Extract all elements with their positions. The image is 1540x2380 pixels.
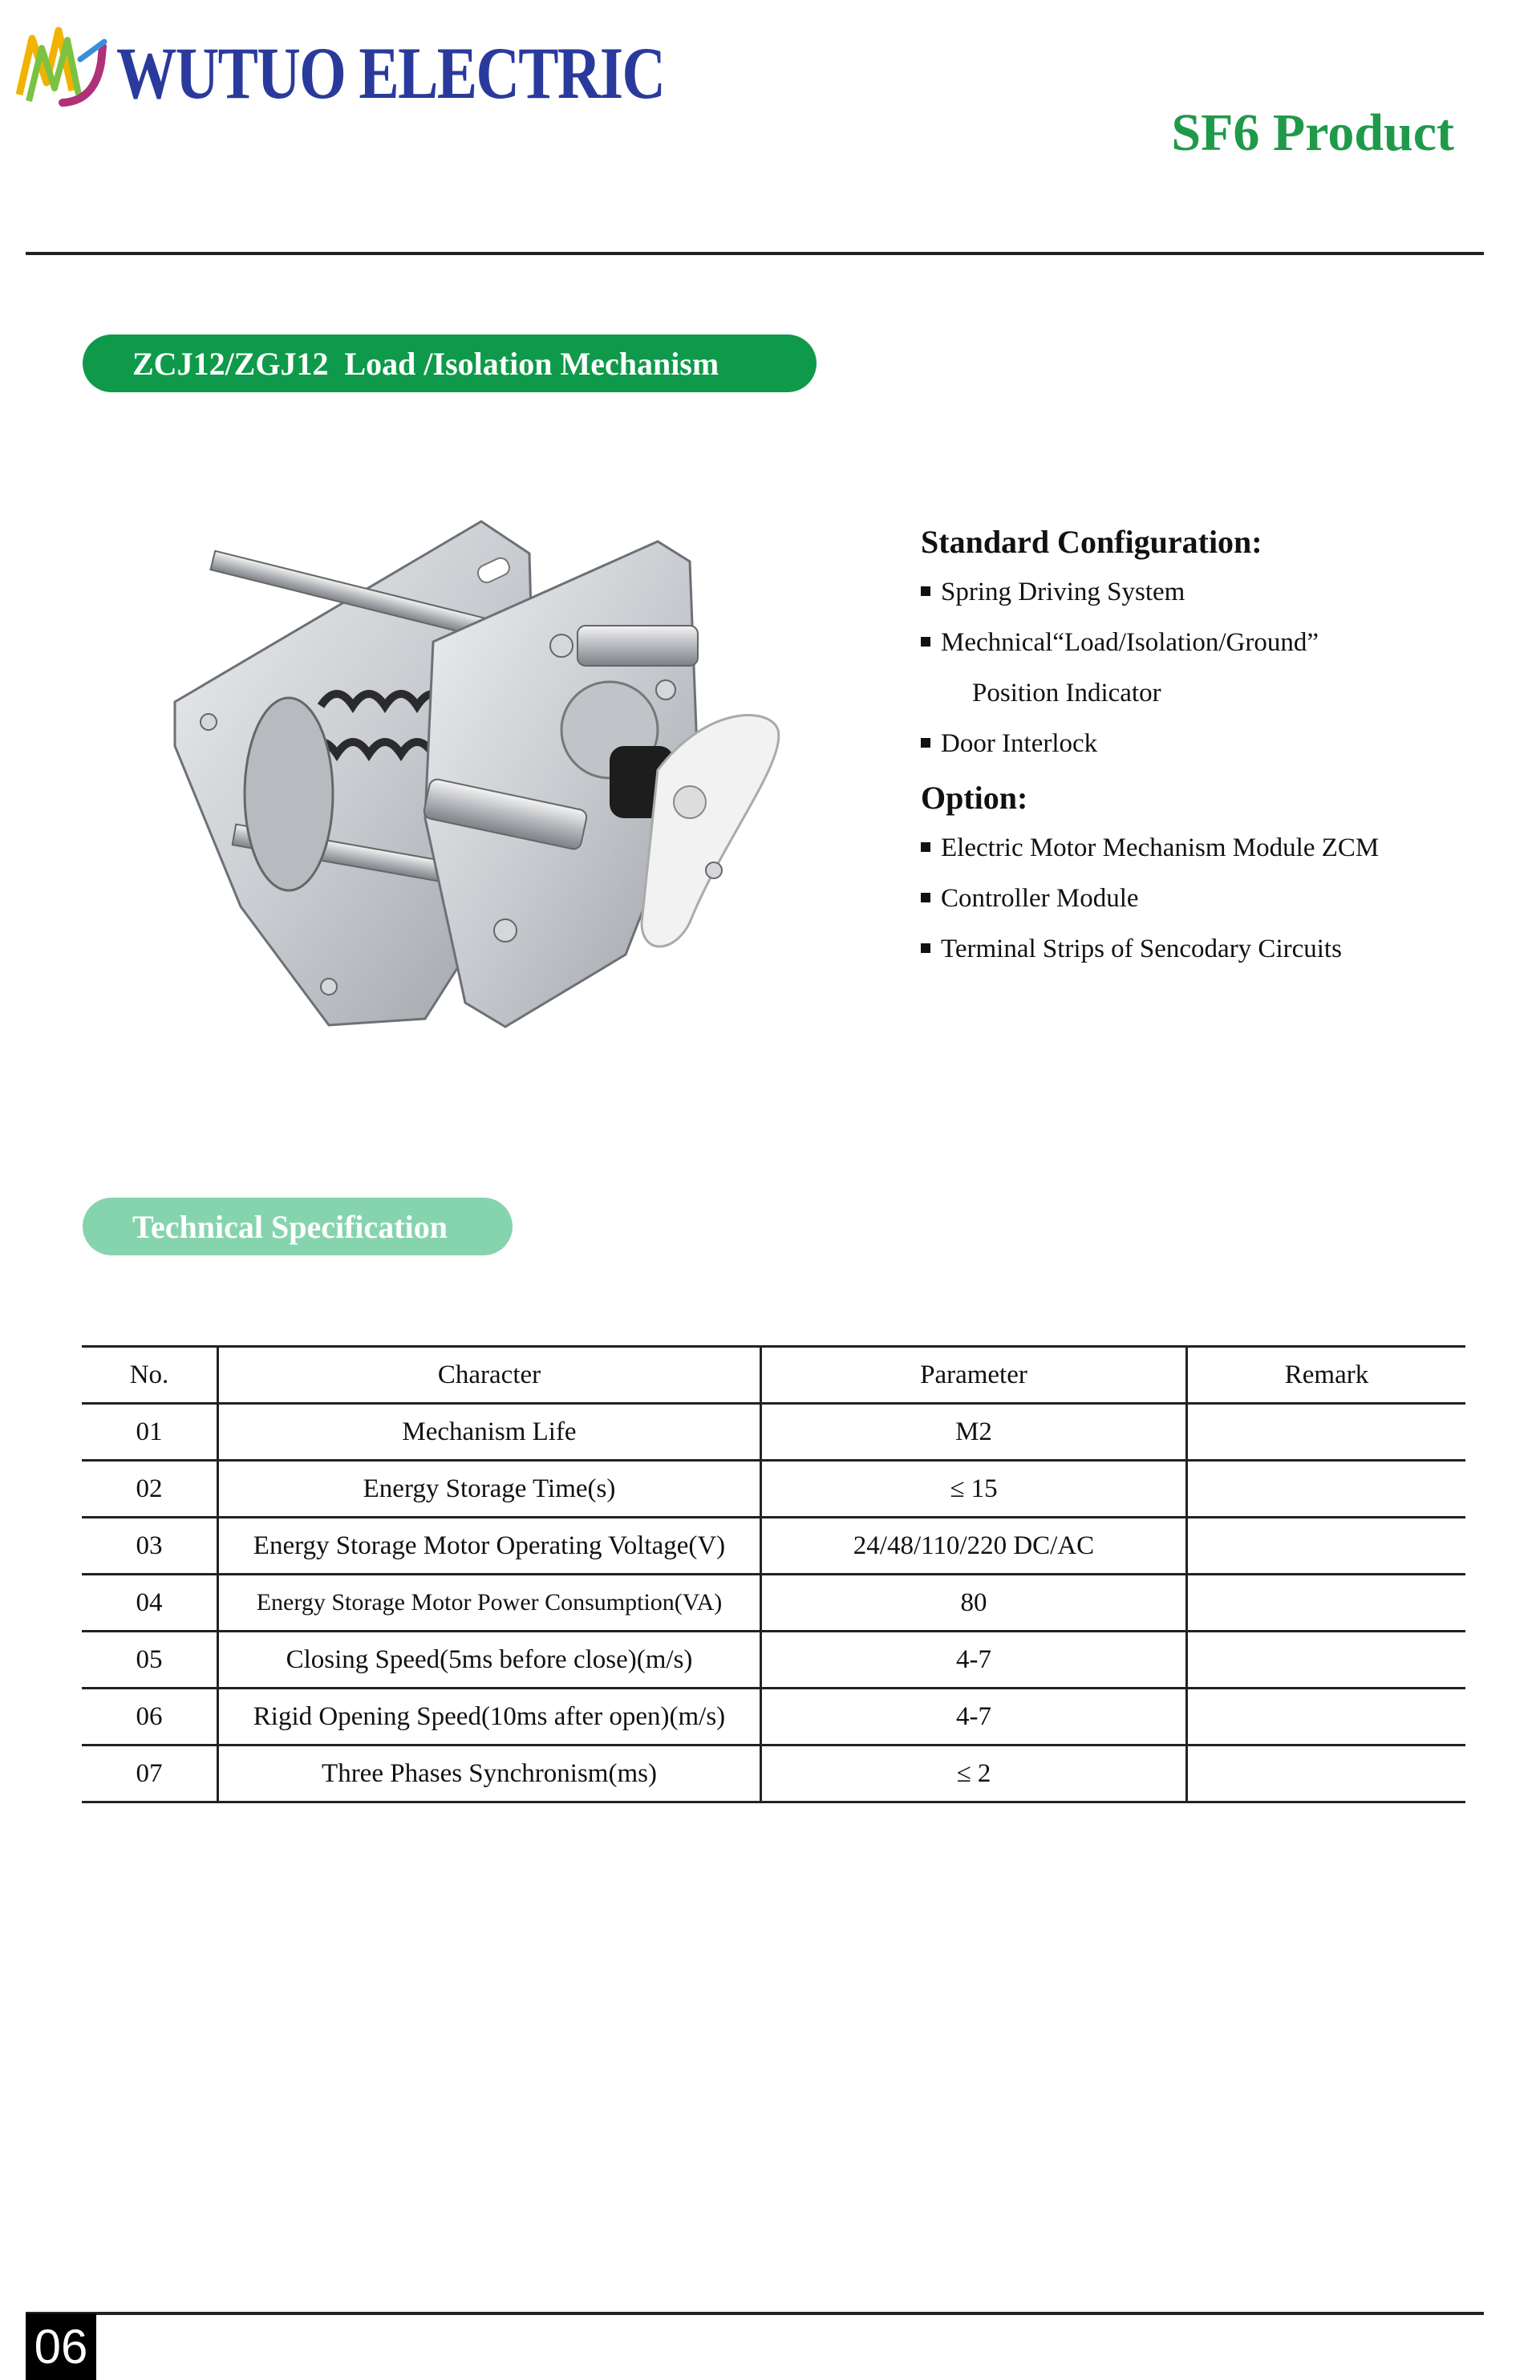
product-category: SF6 Product [1171, 103, 1454, 162]
spec-title-text: Technical Specification [132, 1208, 448, 1245]
configuration-panel: Standard Configuration: Spring Driving S… [921, 521, 1498, 967]
header-character: Character [217, 1345, 762, 1405]
header-remark: Remark [1186, 1345, 1465, 1405]
list-item-continuation: Position Indicator [972, 679, 1161, 708]
bullet-icon [921, 893, 930, 903]
wutuo-logo-icon [15, 26, 107, 107]
table-row: 06 Rigid Opening Speed(10ms after open)(… [82, 1687, 1465, 1746]
list-item: Electric Motor Mechanism Module ZCM [921, 830, 1498, 866]
header-no: No. [82, 1345, 219, 1405]
table-row: 03 Energy Storage Motor Operating Voltag… [82, 1516, 1465, 1575]
footer-divider [26, 2312, 1484, 2315]
table-row: 05 Closing Speed(5ms before close)(m/s) … [82, 1630, 1465, 1689]
table-header-row: No. Character Parameter Remark [82, 1345, 1465, 1405]
table-row: 02 Energy Storage Time(s) ≤ 15 [82, 1459, 1465, 1518]
brand-name: WUTUO ELECTRIC [116, 32, 666, 114]
spec-title: Technical Specification [83, 1198, 513, 1255]
list-item: Spring Driving System [921, 574, 1498, 610]
header-parameter: Parameter [760, 1345, 1188, 1405]
bullet-icon [921, 738, 930, 748]
standard-configuration-heading: Standard Configuration: [921, 524, 1262, 560]
mechanism-photo [173, 520, 780, 1028]
logo [14, 14, 115, 111]
table-row: 04 Energy Storage Motor Power Consumptio… [82, 1573, 1465, 1632]
section-title-text: ZCJ12/ZGJ12 Load /Isolation Mechanism [132, 345, 719, 382]
table-row: 01 Mechanism Life M2 [82, 1402, 1465, 1462]
list-item: Door Interlock [921, 726, 1498, 761]
section-title: ZCJ12/ZGJ12 Load /Isolation Mechanism [83, 334, 817, 392]
bullet-icon [921, 943, 930, 954]
option-heading: Option: [921, 780, 1028, 816]
list-item: Mechnical“Load/Isolation/Ground” [921, 625, 1498, 660]
spec-table: No. Character Parameter Remark 01 Mechan… [82, 1345, 1465, 1803]
bullet-icon [921, 637, 930, 647]
header-divider [26, 252, 1484, 255]
list-item: Terminal Strips of Sencodary Circuits [921, 931, 1498, 967]
page-number: 06 [26, 2313, 96, 2380]
table-row: 07 Three Phases Synchronism(ms) ≤ 2 [82, 1744, 1465, 1803]
bullet-icon [921, 586, 930, 597]
bullet-icon [921, 842, 930, 853]
list-item: Controller Module [921, 881, 1498, 916]
